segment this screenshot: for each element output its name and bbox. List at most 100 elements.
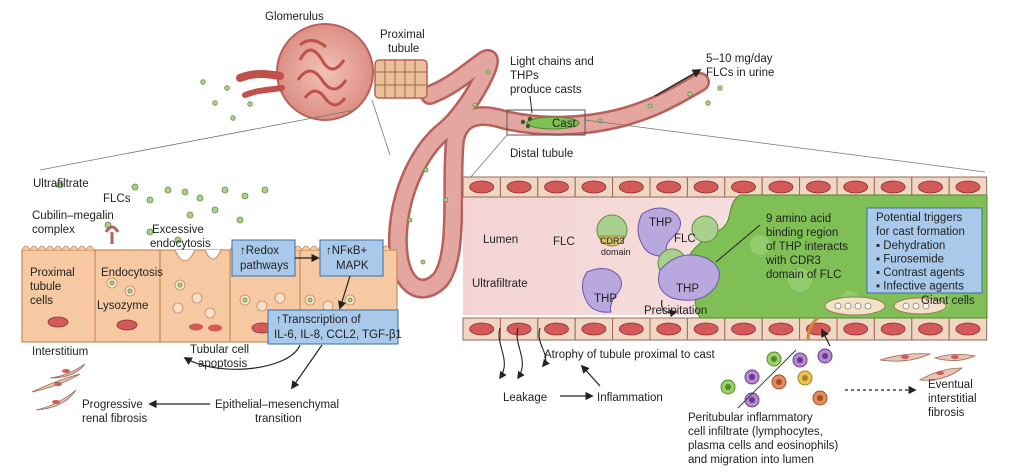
proximal-tubule-segment [374,59,428,99]
endocytosis-label: Endocytosis [101,267,163,279]
giant-cells-label: Giant cells [921,295,975,307]
cell-nucleus [955,180,981,194]
cell-nucleus [768,180,794,194]
flc-label-1: FLC [553,236,575,248]
leakage-label: Leakage [503,392,547,404]
thp-flc-complex [658,254,720,301]
binding-line2: binding region [766,227,838,239]
flcs-label: FLCs [103,193,131,205]
cell-nucleus [469,180,495,194]
cell-nucleus [918,180,943,194]
trigger-item: ▪ Infective agents [876,281,964,293]
ultrafiltrate-label-left: Ultrafiltrate [33,178,89,190]
peritubular-line4: and migration into lumen [688,454,814,466]
redox-line1: ↑Redox [240,245,279,257]
cell-nucleus [581,180,607,194]
transcription-line2: IL-6, IL-8, CCL2, TGF-β1 [274,329,402,341]
distal-tubule-label: Distal tubule [510,148,573,160]
cast [526,116,580,130]
redox-box [231,239,296,277]
inflammation-label: Inflammation [597,392,663,404]
eventual-line3: fibrosis [928,407,965,419]
cell-nucleus [693,180,719,194]
urine-line2: FLCs in urine [706,67,774,79]
cell-nucleus [469,322,495,336]
flc-molecule [691,215,719,243]
inflammatory-cells [720,348,833,408]
proximal-cells-line1: Proximal [30,267,75,279]
thp-label-3: THP [676,283,699,295]
cell-nucleus [768,322,794,336]
glomerulus-label: Glomerulus [265,11,324,23]
cell-nucleus [918,322,943,336]
cell-nucleus [544,180,569,194]
nfkb-box [319,239,384,277]
cell-nucleus [544,322,569,336]
cdr3-line1: CDR3 [600,236,625,246]
trigger-item: ▪ Dehydration [876,240,945,252]
apoptosis-line1: Tubular cell [190,344,249,356]
urine-line1: 5–10 mg/day [706,53,773,65]
thp-molecule-2 [581,268,622,313]
cell-nucleus [618,322,644,336]
cell-nucleus [506,180,532,194]
cell-nucleus [581,322,607,336]
binding-line5: domain of FLC [766,269,841,281]
apoptosis-line2: apoptosis [198,358,247,370]
light-chains-line2: THPs [510,70,539,82]
glomerulus [276,23,374,121]
eventual-line2: interstitial [928,393,977,405]
flc-label-2: FLC [674,233,696,245]
tubule-wall-top [462,176,988,198]
cubilin-line1: Cubilin–megalin [32,210,114,222]
proximal-cells-line3: cells [30,295,53,307]
trigger-item: ▪ Contrast agents [876,267,965,279]
atrophy-label: Atrophy of tubule proximal to cast [544,349,715,361]
thp-label-1: THP [649,217,672,229]
nfkb-line1: ↑NFκB+ [326,245,368,257]
fibroblasts-right [879,353,977,381]
redox-line2: pathways [240,260,289,272]
cell-nucleus [880,180,906,194]
nfkb-line2: MAPK [336,260,369,272]
light-chains-line1: Light chains and [510,56,594,68]
proximal-tubule-panel: ↑Redox pathways ↑NFκB+ MAPK ↑Transcripti… [21,178,402,425]
cell-nucleus [506,322,532,336]
progressive-line1: Progressive [82,399,143,411]
cell-nucleus [880,322,906,336]
trigger-item: ▪ Furosemide [876,254,944,266]
cell-nucleus [618,180,644,194]
cdr3-line2: domain [601,247,631,257]
cell-nucleus [693,322,719,336]
proximal-cells-line2: tubule [30,281,61,293]
cubilin-megalin-receptor [104,225,120,244]
cell-nucleus [843,180,869,194]
lysozyme-label: Lysozyme [97,300,148,312]
tubule-wall-bottom [462,317,988,341]
excessive-line2: endocytosis [150,238,211,250]
triggers-box [866,207,983,294]
light-chains-line3: produce casts [510,84,582,96]
cell-nucleus [656,180,682,194]
cubilin-line2: complex [32,224,75,236]
transcription-box [267,309,399,345]
binding-line3: of THP interacts [766,241,848,253]
urine-arrow [654,69,702,97]
cell-nucleus [955,322,981,336]
distal-tubule-panel: CDR3 domain THP THP THP Potential trigge… [462,176,988,466]
precipitation-label: Precipitation [644,305,707,317]
giant-cells [824,296,947,316]
emt-line2: transition [255,413,302,425]
interstitium-label: Interstitium [32,346,88,358]
cell-nucleus [843,322,869,336]
afferent-arteriole [236,70,284,82]
cell-nucleus [731,322,756,336]
triggers-list: ▪ Dehydration ▪ Furosemide▪ Contrast agen… [876,240,965,293]
binding-line1: 9 amino acid [766,213,831,225]
peritubular-line2: cell infiltrate (lymphocytes, [688,426,823,438]
progressive-line2: renal fibrosis [82,413,147,425]
cell-nucleus [731,180,756,194]
